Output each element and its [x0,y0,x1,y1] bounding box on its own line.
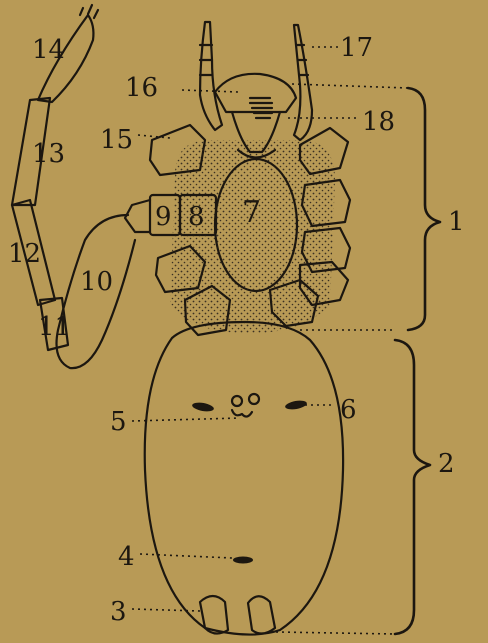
label-6: 6 [340,395,357,425]
leader-5 [132,418,240,421]
segment-joint [125,200,150,232]
brace-2 [395,340,430,634]
genital-openings [232,394,259,417]
brace-1 [408,88,440,330]
label-1: 1 [448,207,465,237]
label-9: 9 [155,202,172,232]
label-2: 2 [438,449,455,479]
spiracle-left [191,401,214,413]
label-17: 17 [340,33,373,63]
label-4: 4 [118,542,135,572]
label-16: 16 [125,73,158,103]
head-plate [215,74,296,112]
label-12: 12 [8,239,41,269]
label-5: 5 [110,407,127,437]
label-13: 13 [32,139,65,169]
label-18: 18 [362,107,395,137]
rostrum-hatch [250,98,272,118]
spiracle-right [284,399,307,411]
leader-4 [140,554,232,558]
label-14: 14 [32,35,65,65]
label-7: 7 [242,195,261,230]
anal-plate [233,557,253,564]
label-8: 8 [188,202,205,232]
label-11: 11 [38,312,71,342]
palp-right [294,25,312,140]
leader-bottom [276,632,395,634]
spinneret-left [200,596,228,634]
spinneret-right [248,596,275,633]
label-10: 10 [80,267,113,297]
abdomen [145,322,343,635]
leader-3 [132,609,200,611]
label-3: 3 [110,597,127,627]
leader-16 [182,90,238,92]
label-15: 15 [100,125,133,155]
